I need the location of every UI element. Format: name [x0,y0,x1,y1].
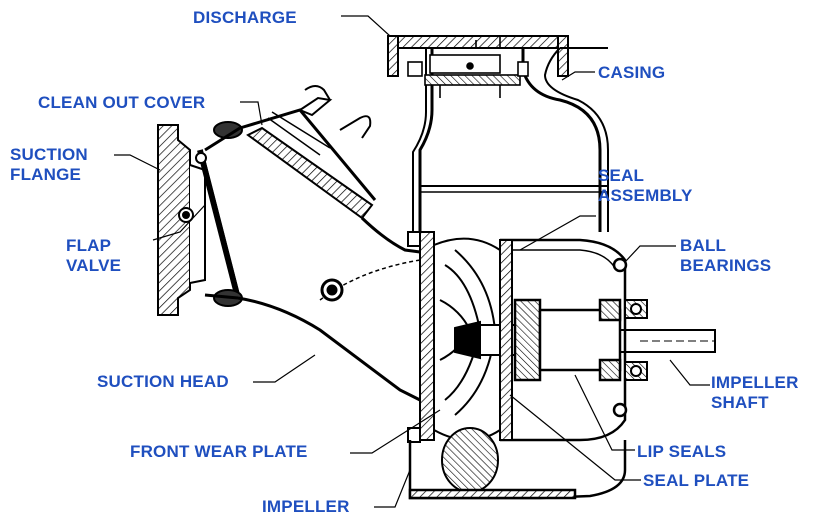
front-wear-plate [407,231,435,443]
discharge-check-detail [407,35,529,98]
suction-head [204,108,421,402]
label-lip-seals: LIP SEALS [637,442,727,461]
label-suction-flange: SUCTION FLANGE [10,145,88,184]
label-front-wear-plate: FRONT WEAR PLATE [130,442,308,461]
seal-plate [499,239,513,441]
label-discharge: DISCHARGE [193,8,297,27]
label-suction-head: SUCTION HEAD [97,372,229,391]
suction-flange [157,124,206,316]
casing-body [412,47,609,232]
label-impeller: IMPELLER [262,497,350,516]
leader-lines [114,15,710,508]
discharge-flange [387,35,569,77]
label-seal-plate: SEAL PLATE [643,471,750,490]
label-casing: CASING [598,63,666,82]
clean-out-cover [246,85,374,220]
label-ball-bearings: BALL BEARINGS [680,236,772,275]
ball-bearings [624,299,648,381]
impeller [433,237,501,493]
casing-bottom [408,440,627,500]
label-seal-assembly: SEAL ASSEMBLY [598,166,693,205]
label-impeller-shaft: IMPELLER SHAFT [711,373,799,412]
bearing-housing [500,238,628,442]
label-flap-valve: FLAP VALVE [66,236,122,275]
label-clean-out-cover: CLEAN OUT COVER [38,93,206,112]
flap-valve [195,121,243,307]
